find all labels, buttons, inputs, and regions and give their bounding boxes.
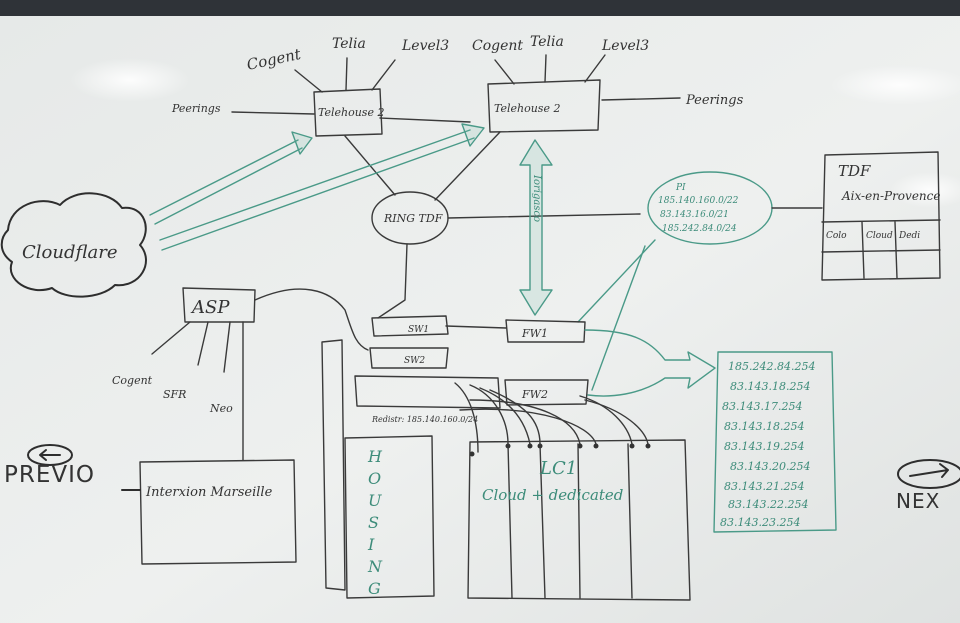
ip-list-item: 83.143.21.254: [724, 480, 804, 493]
ip-list-item: 83.143.17.254: [722, 400, 802, 413]
tdf-table-col: Cloud: [866, 231, 893, 241]
iorigasco-label: Iorigasco: [531, 174, 542, 222]
ip-list-item: 185.242.84.254: [728, 360, 815, 373]
board-surface: [0, 14, 960, 623]
cloudflare-arrows: [149, 123, 485, 251]
asp-label: ASP: [190, 297, 230, 318]
tdf-label: TDF: [838, 162, 871, 180]
router-box: Redistr: 185.140.160.0/24: [321, 339, 501, 591]
upstream-label: Telia: [332, 36, 366, 52]
housing-letter: S: [368, 513, 379, 532]
sw2-box: SW2: [369, 347, 449, 369]
cloudflare-cloud: Cloudflare: [0, 192, 147, 298]
nav-previous[interactable]: PREVIO: [4, 444, 141, 491]
peerings-label: Peerings: [685, 93, 744, 108]
ip-list-item: 83.143.22.254: [728, 498, 808, 511]
fw2-box: FW2: [504, 379, 589, 406]
nav-next[interactable]: NEX: [896, 459, 960, 513]
link-telehouse-ring: [434, 131, 501, 201]
cables: [454, 382, 651, 457]
upstream-label: Level3: [601, 38, 649, 54]
asp-link-label: Neo: [209, 402, 233, 415]
pi-arrow-fw2: [591, 245, 646, 391]
ip-list-item: 83.143.20.254: [730, 460, 810, 473]
iorigasco-link: Iorigasco: [519, 139, 553, 316]
ring-label: RING TDF: [383, 212, 443, 225]
housing-box: H O U S I N G: [344, 435, 435, 599]
pi-label: PI: [675, 183, 686, 193]
sw1-box: SW1: [371, 315, 449, 337]
tdf-aix-box: TDF Aix-en-Provence Colo Cloud Dedi: [821, 151, 941, 281]
fw2-label: FW2: [521, 388, 548, 401]
tdf-sublabel: Aix-en-Provence: [841, 189, 940, 203]
tdf-table-col: Colo: [826, 231, 847, 241]
pi-range: 83.143.16.0/21: [660, 210, 729, 220]
peerings-label: Peerings: [171, 102, 221, 115]
asp-link-label: Cogent: [112, 374, 153, 387]
ip-list-item: 83.143.18.254: [724, 420, 804, 433]
telehouse-right-label: Telehouse 2: [494, 102, 560, 115]
pi-range: 185.140.160.0/22: [658, 196, 739, 206]
housing-letter: G: [368, 579, 381, 598]
ip-list-item: 83.143.23.254: [720, 516, 800, 529]
light-glare: [890, 172, 960, 208]
fw1-label: FW1: [521, 327, 548, 340]
pi-range: 185.242.84.0/24: [662, 224, 737, 234]
lc1-subtitle: Cloud + dedicated: [482, 486, 623, 504]
upstream-label: Telia: [530, 34, 564, 50]
link-ring-pi: [447, 213, 641, 219]
lc1-box: LC1 Cloud + dedicated: [467, 439, 691, 601]
housing-letter: I: [367, 535, 375, 554]
upstreams-right: Cogent Telia Level3 Peerings: [472, 34, 744, 108]
cloudflare-label: Cloudflare: [22, 242, 117, 263]
lc1-title: LC1: [539, 458, 577, 479]
link-ring-sw1: [377, 243, 408, 319]
telehouse-right-box: Telehouse 2: [487, 79, 601, 133]
upstream-label: Cogent: [472, 38, 523, 54]
light-glare: [830, 65, 960, 105]
interxion-box: Interxion Marseille: [139, 459, 297, 565]
nav-previous-label: PREVIO: [4, 462, 95, 488]
ip-list-item: 83.143.18.254: [730, 380, 810, 393]
telehouse-left-label: Telehouse 2: [318, 106, 384, 119]
housing-letter: N: [367, 557, 383, 576]
ip-list-box: 185.242.84.254 83.143.18.254 83.143.17.2…: [713, 351, 837, 533]
light-glare: [70, 58, 190, 102]
asp-link-label: SFR: [163, 388, 186, 401]
ip-list-item: 83.143.19.254: [724, 440, 804, 453]
sw2-label: SW2: [404, 356, 425, 366]
nav-next-label: NEX: [896, 489, 940, 513]
tdf-table-col: Dedi: [898, 231, 920, 241]
asp-box: ASP Cogent SFR Neo: [112, 287, 369, 461]
board-frame-top: [0, 0, 960, 16]
housing-letter: O: [368, 469, 381, 488]
fw-to-ip-arrow: [584, 329, 716, 397]
housing-label: H O U S I N G: [367, 447, 387, 598]
housing-letter: U: [368, 491, 382, 510]
sw1-label: SW1: [408, 325, 429, 335]
interxion-label: Interxion Marseille: [145, 485, 273, 500]
link-sw1-fw1: [445, 325, 507, 329]
bgp-label: Redistr: 185.140.160.0/24: [371, 415, 478, 424]
fw1-box: FW1: [505, 319, 586, 343]
upstream-label: Level3: [401, 38, 449, 54]
telehouse-left-box: Telehouse 2: [313, 88, 384, 137]
housing-letter: H: [367, 447, 383, 466]
